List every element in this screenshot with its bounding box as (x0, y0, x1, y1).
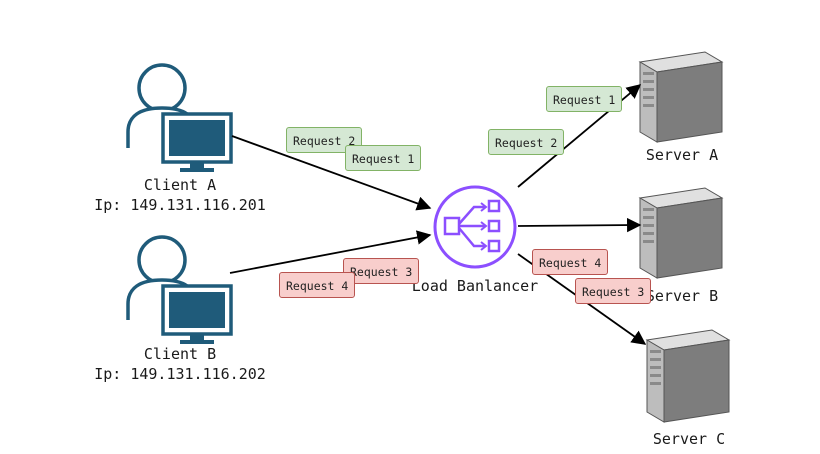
client-b-ip: Ip: 149.131.116.202 (94, 365, 266, 383)
load-balancer-icon (433, 185, 517, 269)
arrow-client-b-to-load-balancer (229, 230, 432, 274)
arrow-load-balancer-to-server-b (517, 217, 642, 233)
server-b-name: Server B (645, 287, 719, 305)
client-a-monitor-icon (161, 112, 233, 172)
server-c-icon (645, 329, 731, 423)
request-tag: Request 4 (279, 272, 356, 298)
client-b-name: Client B (143, 345, 217, 363)
request-tag: Request 1 (546, 86, 623, 112)
request-tag: Request 3 (575, 278, 652, 304)
client-a-name: Client A (143, 176, 217, 194)
server-a-name: Server A (645, 146, 719, 164)
client-a-ip: Ip: 149.131.116.201 (94, 196, 266, 214)
load-balancer-label: Load Banlancer (411, 277, 539, 295)
server-a-icon (638, 51, 724, 143)
request-tag: Request 3 (343, 258, 420, 284)
server-c-name: Server C (652, 430, 726, 448)
request-tag: Request 2 (488, 129, 565, 155)
request-tag: Request 1 (345, 145, 422, 171)
client-b-monitor-icon (161, 284, 233, 344)
server-b-icon (638, 187, 724, 279)
request-tag: Request 4 (532, 249, 609, 275)
arrow-client-a-to-load-balancer (231, 135, 432, 211)
